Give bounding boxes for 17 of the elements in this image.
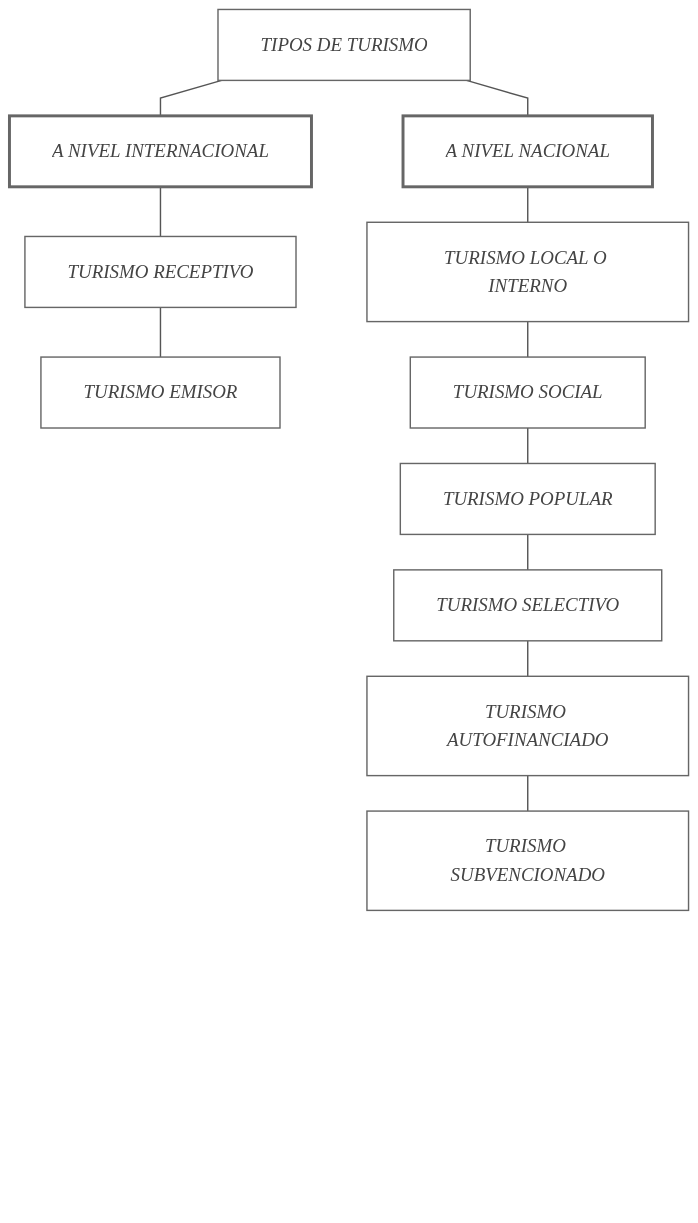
node-box: TURISMO SUBVENCIONADO [366, 810, 690, 912]
node-box: TURISMO SOCIAL [409, 356, 646, 429]
node-box: TURISMO POPULAR [399, 462, 656, 536]
node-box: TURISMO LOCAL O INTERNO [366, 221, 690, 323]
node-box: TURISMO EMISOR [40, 356, 281, 429]
connector [159, 306, 162, 358]
connector [527, 774, 529, 812]
node-box: TIPOS DE TURISMO [217, 8, 471, 82]
node-box: TURISMO AUTOFINANCIADO [366, 675, 690, 777]
connector [527, 186, 529, 223]
connector [159, 186, 162, 238]
connector [527, 533, 529, 571]
node-box: TURISMO SELECTIVO [393, 569, 663, 642]
connector [527, 640, 529, 677]
connector [527, 427, 529, 465]
connector [527, 320, 529, 358]
node-box: TURISMO RECEPTIVO [24, 235, 297, 309]
